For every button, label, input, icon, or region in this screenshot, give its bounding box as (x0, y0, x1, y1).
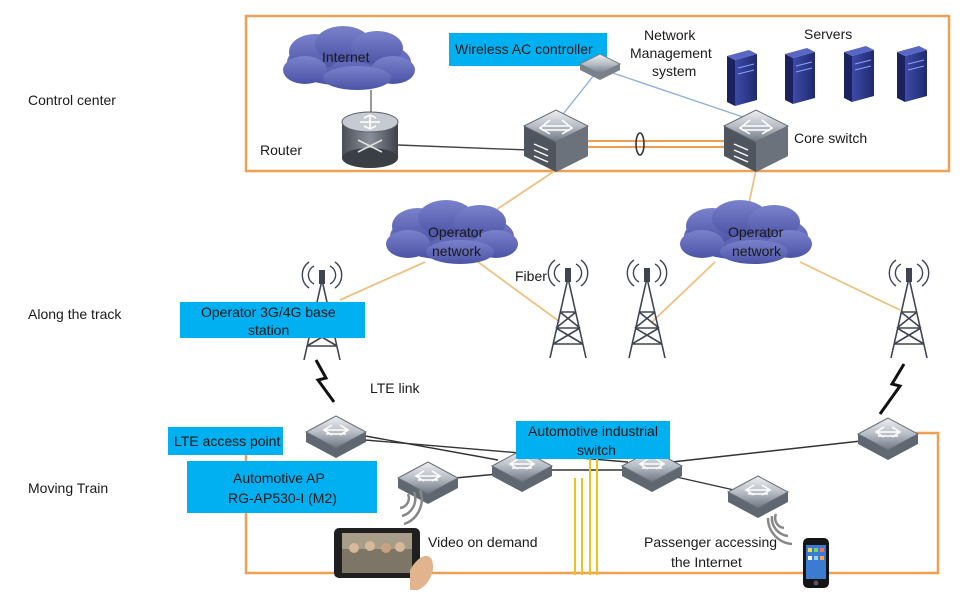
control-center-frame (244, 14, 951, 173)
router-icon (341, 111, 399, 168)
link-aggregation-icon (635, 132, 645, 156)
operator-network-left-label-1: Operator (428, 224, 484, 240)
operator-network-right-label-1: Operator (728, 224, 784, 240)
core-switch-icon (723, 109, 789, 173)
auto-switch-box (516, 421, 670, 459)
auto-ap-label-2: RG-AP530-I (M2) (228, 490, 337, 506)
servers-label: Servers (804, 26, 852, 42)
server-icon-4 (896, 45, 928, 103)
auto-switch-label-2: switch (577, 442, 616, 458)
auto-ap-box (187, 461, 377, 513)
router-label: Router (260, 142, 302, 158)
nms-label-3: system (652, 63, 696, 79)
operator-network-left-label-2: network (432, 243, 482, 259)
nms-label-2: Management (630, 45, 712, 61)
lte-ap-box (168, 427, 283, 455)
auto-switch-label-1: Automotive industrial (528, 423, 658, 439)
video-on-demand-label: Video on demand (428, 534, 538, 550)
base-station-label-1: Operator 3G/4G base (201, 304, 336, 320)
base-station-label-2: station (248, 322, 289, 338)
wireless-ac-box (449, 33, 607, 66)
wifi-waves-left-icon (399, 489, 423, 526)
lte-link-label: LTE link (370, 380, 421, 396)
lte-access-point-right-icon (857, 417, 919, 461)
passenger-label-2: the Internet (671, 554, 742, 570)
train-frame (244, 431, 940, 575)
passenger-label-1: Passenger accessing (644, 534, 777, 550)
zone-moving-train-label: Moving Train (28, 480, 108, 496)
lte-link-left-bolt (314, 359, 336, 403)
nms-device (578, 53, 622, 80)
internet-label: Internet (322, 49, 370, 65)
server-icon-2 (784, 47, 816, 105)
operator-network-right-label-2: network (732, 243, 782, 259)
fiber-label: Fiber (515, 268, 547, 284)
zone-along-track-label: Along the track (28, 306, 122, 322)
smartphone-icon (803, 538, 829, 588)
tower-icon-4 (888, 259, 930, 359)
auto-ap-label-1: Automotive AP (233, 470, 325, 486)
lte-ap-label: LTE access point (174, 433, 280, 449)
wireless-ac-label: Wireless AC controller (455, 41, 593, 57)
lte-access-point-left-icon (305, 415, 367, 459)
tower-icon-3 (626, 259, 668, 359)
core-switch-label: Core switch (794, 130, 867, 146)
aggregation-switch-icon (523, 109, 589, 173)
automotive-ap-left-icon (397, 461, 459, 505)
server-icon-1 (726, 49, 758, 107)
tablet-icon (334, 528, 434, 590)
automotive-ap-right-icon (727, 475, 789, 519)
base-station-box (180, 302, 365, 338)
wifi-waves-right-icon (766, 513, 793, 546)
lte-link-right-bolt (878, 363, 906, 415)
zone-control-center-label: Control center (28, 92, 116, 108)
nms-label-1: Network (644, 27, 696, 43)
tower-icon-2 (547, 259, 589, 359)
server-icon-3 (843, 45, 875, 103)
